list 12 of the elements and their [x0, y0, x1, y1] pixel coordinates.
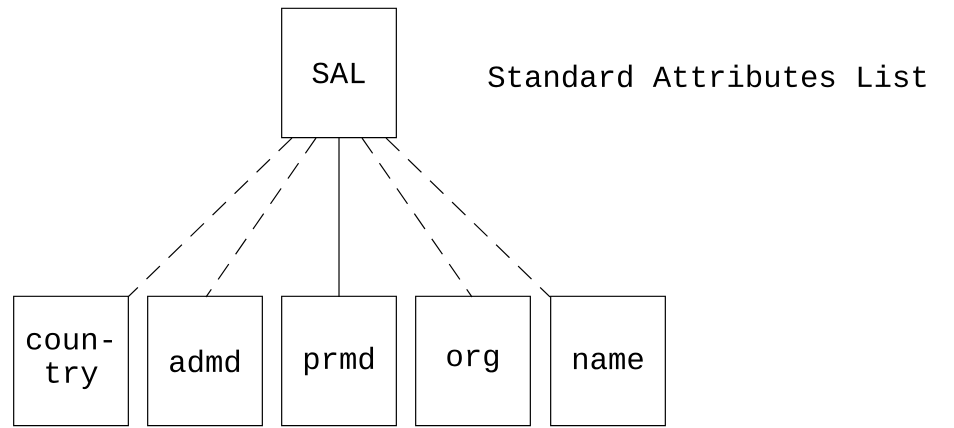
- attribute-box: coun- try: [13, 296, 129, 426]
- description-text: Standard Attributes List: [488, 64, 926, 88]
- attribute-box: org: [415, 296, 531, 426]
- connector-line: [206, 138, 316, 298]
- connector-line: [386, 138, 550, 298]
- connector-line: [338, 138, 340, 297]
- attribute-box: admd: [147, 296, 263, 426]
- attribute-box: prmd: [281, 296, 397, 426]
- connector-line: [362, 138, 472, 298]
- attribute-box: SAL: [281, 8, 397, 138]
- connector-line: [128, 138, 292, 298]
- attribute-box: name: [550, 296, 666, 426]
